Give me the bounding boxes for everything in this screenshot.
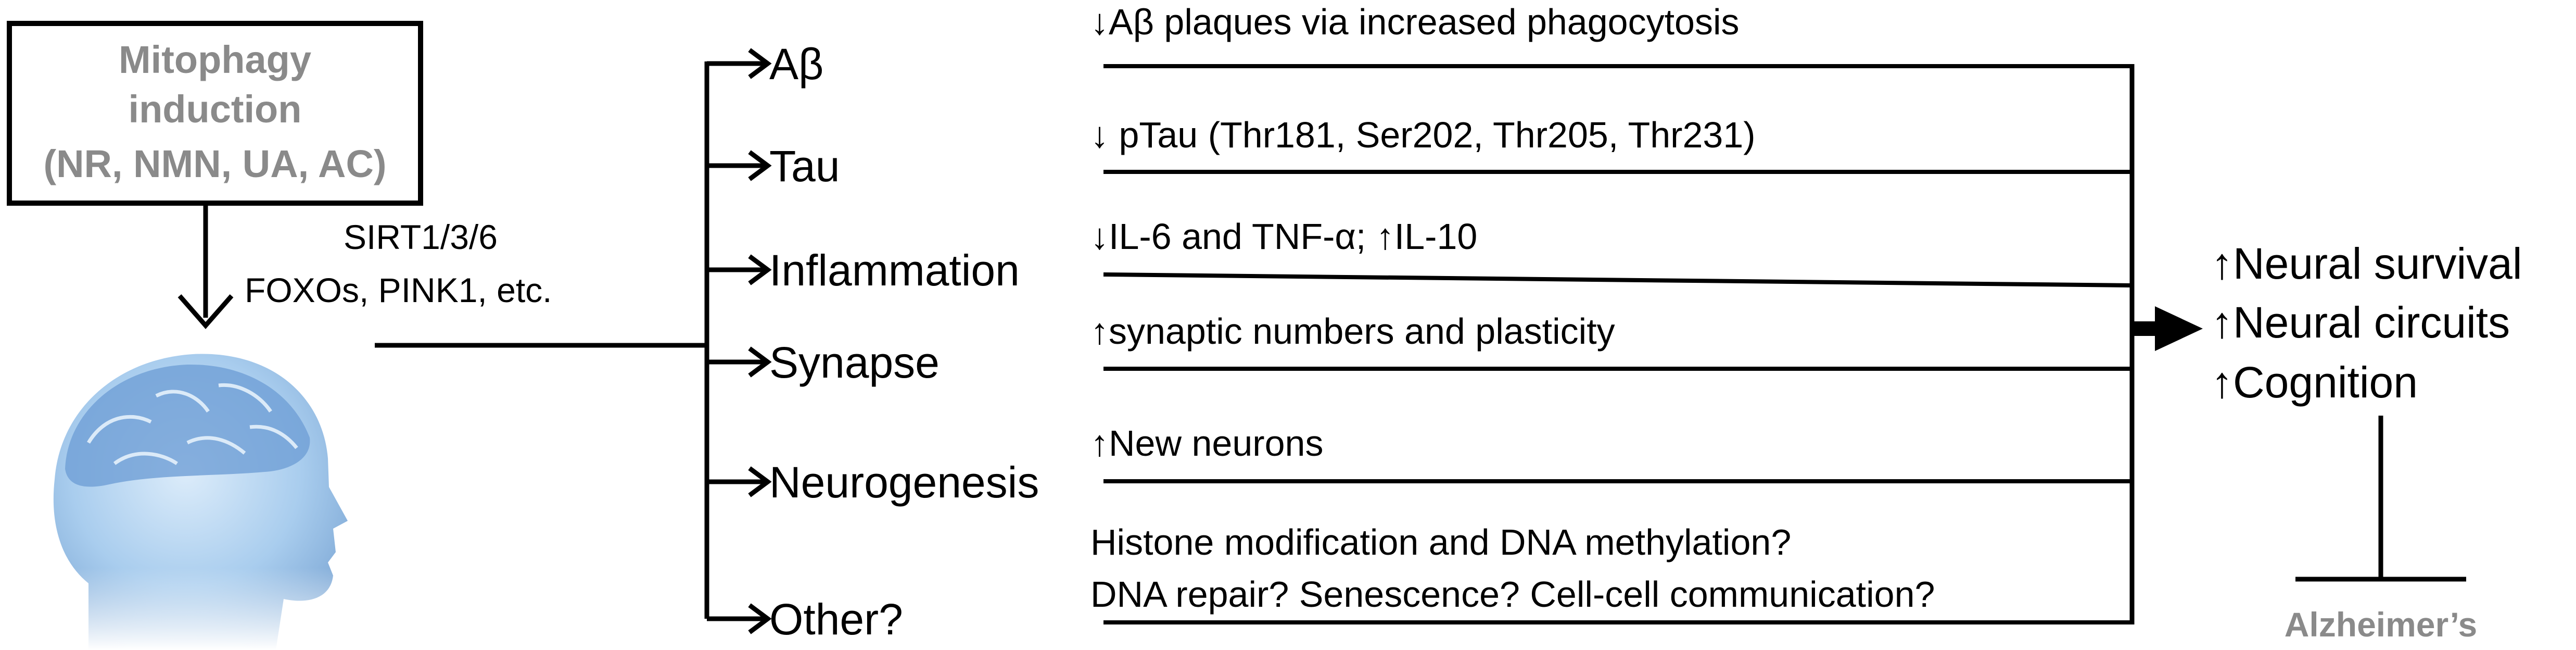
effect-tau: ↓ pTau (Thr181, Ser202, Thr205, Thr231) bbox=[1090, 115, 1756, 155]
signaling-line1: SIRT1/3/6 bbox=[344, 218, 498, 256]
branch-arrowhead bbox=[748, 150, 772, 181]
target-label-other: Other? bbox=[769, 595, 903, 644]
outcome-arrowhead bbox=[2155, 306, 2203, 351]
branch-arrowhead bbox=[748, 466, 772, 497]
signaling-line2: FOXOs, PINK1, etc. bbox=[245, 271, 552, 309]
induction-compounds: (NR, NMN, UA, AC) bbox=[43, 142, 386, 185]
target-label-abeta: Aβ bbox=[769, 40, 823, 89]
alzheimers-label: Alzheimer’s bbox=[2285, 605, 2477, 644]
induction-box bbox=[7, 21, 423, 206]
target-branches bbox=[707, 48, 772, 634]
target-label-synapse: Synapse bbox=[769, 338, 940, 387]
outcome-neural-survival: ↑Neural survival bbox=[2211, 239, 2522, 288]
target-label-tau: Tau bbox=[769, 142, 840, 191]
effect-abeta: ↓Aβ plaques via increased phagocytosis bbox=[1090, 2, 1740, 42]
effect-underlines bbox=[1103, 64, 2134, 624]
box-to-head-arrowhead bbox=[177, 294, 234, 329]
effect-neurogenesis: ↑New neurons bbox=[1090, 423, 1323, 464]
branch-arrowhead bbox=[748, 346, 772, 378]
effect-other-line2: DNA repair? Senescence? Cell-cell commun… bbox=[1090, 574, 1935, 615]
effect-inflammation: ↓IL-6 and TNF-α; ↑IL-10 bbox=[1090, 216, 1477, 257]
branch-arrowhead bbox=[748, 603, 772, 634]
induction-title-line2: induction bbox=[129, 88, 302, 131]
effect-underline bbox=[1103, 272, 2134, 288]
branch-arrowhead bbox=[748, 254, 772, 285]
human-head-brain-icon bbox=[47, 354, 359, 650]
effect-other-line1: Histone modification and DNA methylation… bbox=[1090, 522, 1791, 562]
outcome-cognition: ↑Cognition bbox=[2211, 358, 2418, 407]
target-label-inflammation: Inflammation bbox=[769, 246, 1020, 295]
induction-title-line1: Mitophagy bbox=[119, 38, 311, 81]
effect-synapse: ↑synaptic numbers and plasticity bbox=[1090, 311, 1615, 352]
branch-arrowhead bbox=[748, 48, 772, 79]
target-label-neurogenesis: Neurogenesis bbox=[769, 458, 1039, 507]
outcome-neural-circuits: ↑Neural circuits bbox=[2211, 298, 2510, 347]
